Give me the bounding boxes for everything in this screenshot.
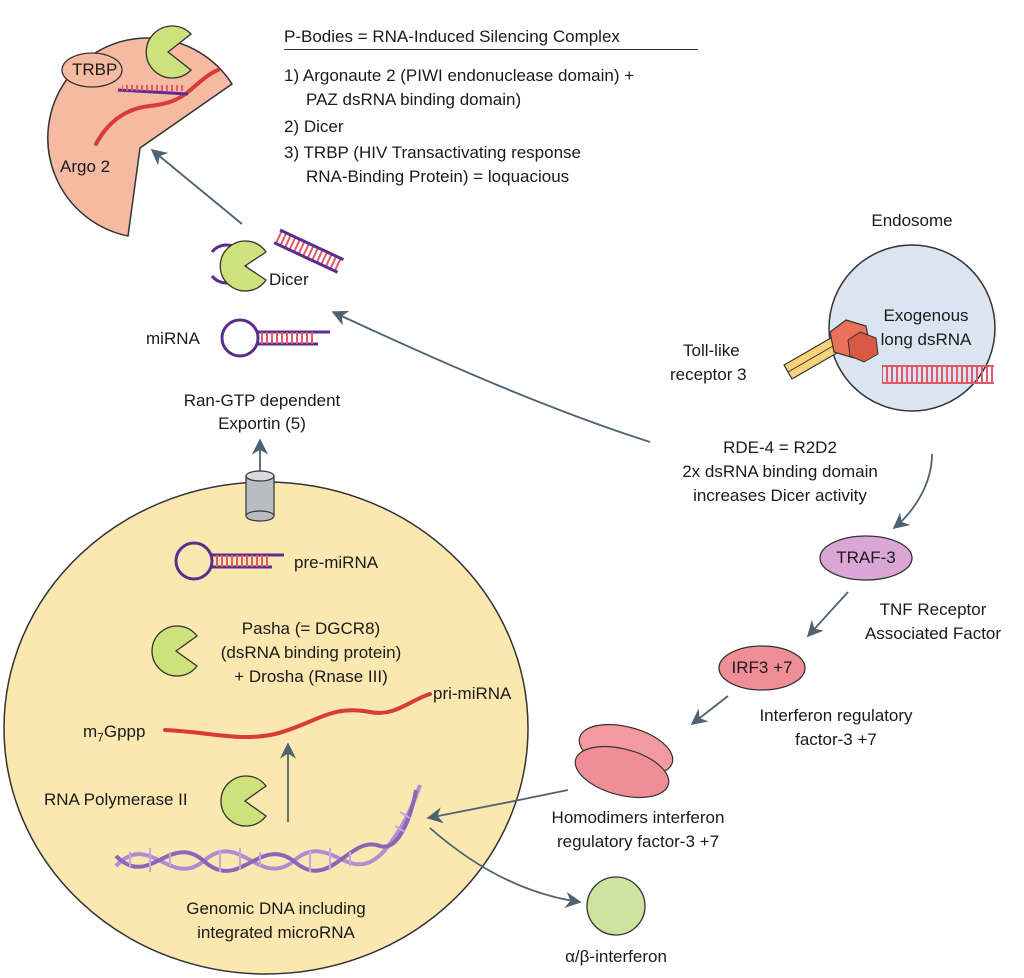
- arrow-homodimer-to-dna: [426, 789, 569, 824]
- toll-like-receptor-icon: [783, 319, 879, 380]
- traf3-label: TRAF-3: [836, 548, 896, 567]
- arrow-irf-to-homodimer: [690, 695, 729, 725]
- pri-mirna-label: pri-miRNA: [433, 684, 512, 703]
- legend-title: P-Bodies = RNA-Induced Silencing Complex: [284, 27, 620, 46]
- cap-prefix: m: [83, 722, 98, 741]
- irf3-description-line-2: factor-3 +7: [795, 730, 877, 749]
- genomic-dna-helix-icon: [114, 784, 422, 873]
- pasha-label-line-3: + Drosha (Rnase III): [234, 667, 388, 686]
- legend-item-1-line-2: PAZ dsRNA binding domain): [306, 90, 522, 109]
- dsrna-in-endosome-icon: [882, 365, 994, 384]
- pre-mirna-label: pre-miRNA: [294, 553, 379, 572]
- exportin-pore-icon: [245, 470, 275, 522]
- pasha-label-line-1: Pasha (= DGCR8): [241, 619, 381, 638]
- interferon-label: α/β-interferon: [565, 947, 667, 966]
- cap-subscript: 7: [97, 730, 104, 745]
- risc-rna-strand: [94, 68, 220, 146]
- argo2-label: Argo 2: [60, 157, 111, 176]
- trbp-ellipse: [61, 52, 123, 88]
- cleaved-sirna-icon: [273, 228, 345, 274]
- exogenous-dsrna-label-line-1: Exogenous: [883, 306, 969, 325]
- homodimer-label-line-2: regulatory factor-3 +7: [556, 832, 720, 851]
- tnf-receptor-label-line-1: TNF Receptor: [879, 600, 987, 619]
- mirna-label: miRNA: [146, 329, 200, 348]
- traf3-node: [819, 535, 913, 581]
- legend-item-3-line-1: 3) TRBP (HIV Transactivating response: [284, 143, 582, 162]
- rde4-label-line-3: increases Dicer activity: [693, 486, 867, 505]
- homodimer-label-line-1: Homodimers interferon: [551, 808, 725, 827]
- rde4-label-line-2: 2x dsRNA binding domain: [682, 462, 878, 481]
- pri-mirna-strand: [163, 692, 432, 740]
- irf3-description-line-1: Interferon regulatory: [759, 706, 913, 725]
- pre-mirna-hairpin-icon: [174, 541, 284, 581]
- dicer-pacman-icon: [219, 240, 267, 292]
- arrow-traf-to-irf: [806, 591, 849, 638]
- interferon-node: [586, 876, 646, 936]
- endosome-label: Endosome: [871, 211, 953, 230]
- dicer-label: Dicer: [269, 270, 309, 289]
- exportin-label-line-2: Exportin (5): [218, 414, 306, 433]
- legend-item-3-line-2: RNA-Binding Protein) = loquacious: [306, 167, 570, 186]
- genomic-dna-label-line-2: integrated microRNA: [197, 923, 355, 942]
- arrow-to-dicer: [331, 310, 651, 443]
- rna-polymerase-pacman-icon: [220, 775, 267, 827]
- exogenous-dsrna-label-line-2: long dsRNA: [880, 330, 972, 349]
- exportin-label-line-1: Ran-GTP dependent: [183, 391, 341, 410]
- mirna-hairpin-icon: [220, 318, 330, 358]
- tlr3-label-line-2: receptor 3: [670, 365, 747, 384]
- drosha-pacman-icon: [151, 625, 198, 677]
- irf3-node: [718, 645, 806, 691]
- rde4-label-line-1: RDE-4 = R2D2: [723, 438, 837, 457]
- rna-polymerase-label: RNA Polymerase II: [44, 790, 188, 809]
- legend-item-1-line-1: 1) Argonaute 2 (PIWI endonuclease domain…: [284, 66, 635, 85]
- trbp-label: TRBP: [72, 60, 118, 79]
- arrow-endosome-to-traf: [892, 453, 933, 530]
- pasha-label-line-2: (dsRNA binding protein): [220, 643, 402, 662]
- legend-underline: [284, 49, 698, 50]
- tlr3-label-line-1: Toll-like: [683, 341, 740, 360]
- tnf-receptor-label-line-2: Associated Factor: [864, 624, 1002, 643]
- legend-item-2: 2) Dicer: [284, 117, 344, 136]
- homodimer-icon: [574, 723, 674, 799]
- cap-label: m7Gppp: [83, 721, 145, 748]
- arrow-dicer-to-risc: [150, 148, 243, 225]
- argo2-pacman-icon: [145, 25, 192, 79]
- cap-suffix: Gppp: [103, 722, 146, 741]
- genomic-dna-label-line-1: Genomic DNA including: [186, 899, 366, 918]
- irf3-label: IRF3 +7: [731, 658, 793, 677]
- risc-sirna-duplex: [117, 85, 189, 96]
- arrow-dna-to-interferon: [429, 827, 582, 908]
